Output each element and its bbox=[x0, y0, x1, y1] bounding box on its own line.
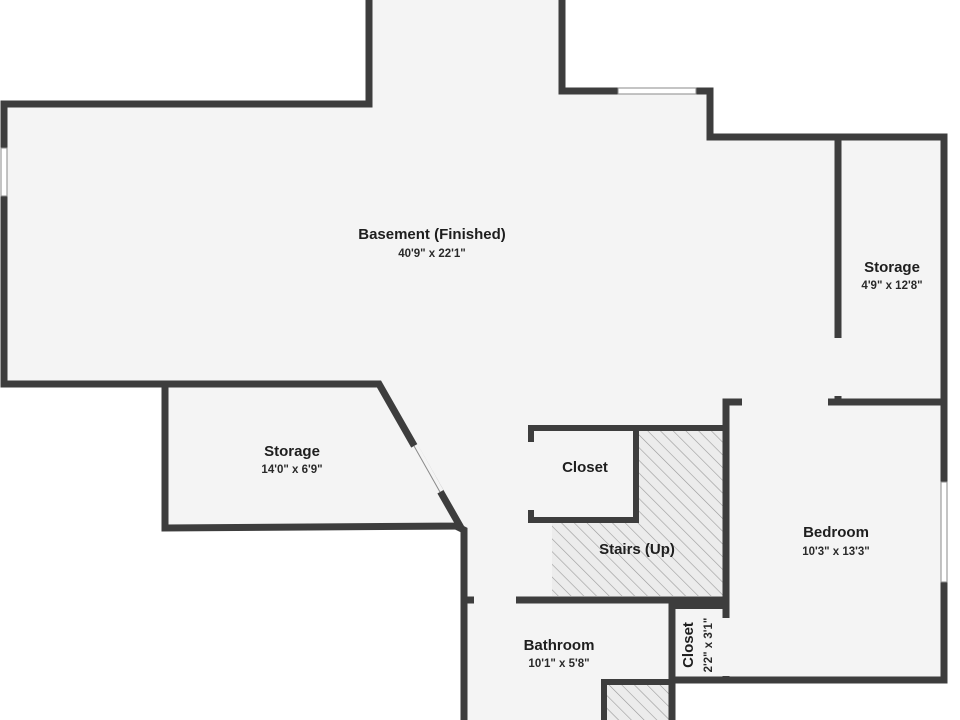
storage-west-name: Storage bbox=[264, 443, 320, 460]
bedroom-floor bbox=[728, 402, 944, 680]
basement-dimensions: 40'9" x 22'1" bbox=[398, 248, 466, 260]
storage-east-name: Storage bbox=[864, 259, 920, 276]
storage-opening-line bbox=[413, 445, 441, 493]
closet-small-floor bbox=[676, 604, 726, 680]
storage-east-floor bbox=[841, 137, 944, 402]
window-bedroom bbox=[940, 481, 948, 583]
bedroom-dimensions: 10'3" x 13'3" bbox=[802, 546, 870, 558]
stairs-name: Stairs (Up) bbox=[599, 541, 675, 558]
windows bbox=[0, 87, 948, 583]
basement-name: Basement (Finished) bbox=[358, 226, 506, 243]
window-top bbox=[617, 87, 697, 95]
room-labels: Basement (Finished) 40'9" x 22'1" Storag… bbox=[261, 226, 922, 672]
storage-west-dimensions: 14'0" x 6'9" bbox=[261, 464, 322, 476]
storage-west-floor bbox=[165, 384, 460, 528]
bathroom-dimensions: 10'1" x 5'8" bbox=[528, 658, 589, 670]
closet-center-floor bbox=[531, 430, 633, 518]
bathroom-name: Bathroom bbox=[524, 637, 595, 654]
floor-areas bbox=[4, 0, 944, 720]
closet-small-name: Closet bbox=[680, 622, 697, 668]
bedroom-name: Bedroom bbox=[803, 524, 869, 541]
closet-center-name: Closet bbox=[562, 459, 608, 476]
shower-hatch bbox=[607, 682, 672, 720]
window-left bbox=[0, 147, 8, 197]
closet-small-dimensions: 2'2" x 3'1" bbox=[703, 618, 715, 673]
storage-east-dimensions: 4'9" x 12'8" bbox=[861, 280, 922, 292]
